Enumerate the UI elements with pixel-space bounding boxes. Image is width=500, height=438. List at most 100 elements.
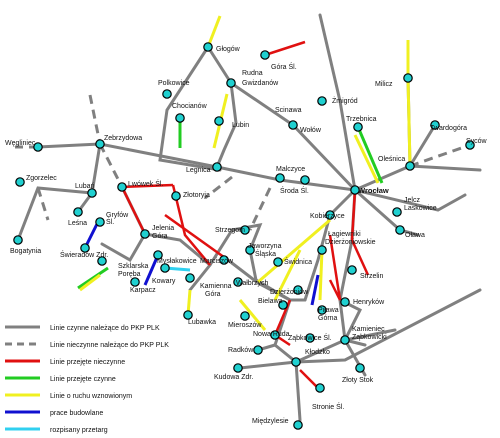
station-dot[interactable] (347, 265, 357, 275)
station-dot[interactable] (278, 300, 288, 310)
station-dot[interactable] (214, 116, 224, 126)
label-scinawa: Scinawa (275, 107, 302, 114)
station-dot[interactable] (260, 50, 270, 60)
station-dot[interactable] (288, 120, 298, 130)
label-lesna: Leśna (68, 220, 87, 227)
label-chocianow: Chocianów (172, 103, 208, 110)
resumed-lines (79, 15, 412, 331)
label-pilawa-2: Górna (318, 315, 338, 322)
legend: Linie czynne należące do PKP PLK Linie n… (5, 325, 169, 434)
station-dot[interactable] (317, 245, 327, 255)
label-jaworzyna-1: Jaworzyna (248, 243, 282, 250)
station-dot[interactable] (97, 256, 107, 266)
station-dot[interactable] (15, 177, 25, 187)
label-jelenia-1: Jelenia (152, 225, 174, 232)
label-luban: Lubań (75, 183, 95, 190)
station-dot[interactable] (233, 363, 243, 373)
station-dot[interactable] (160, 263, 170, 273)
station-dot[interactable] (293, 420, 303, 430)
label-miedzylesie: Międzylesie (252, 418, 289, 425)
station-dot[interactable] (245, 245, 255, 255)
station-dot[interactable] (270, 330, 280, 340)
station-dot[interactable] (350, 185, 360, 195)
station-dot[interactable] (273, 257, 283, 267)
label-olawa: Oława (405, 232, 425, 239)
label-wolow: Wołów (300, 127, 322, 134)
station-dot[interactable] (430, 120, 440, 130)
label-rudna-2: Gwizdanów (242, 80, 279, 87)
station-dot[interactable] (87, 188, 97, 198)
station-dot[interactable] (153, 250, 163, 260)
taken-inactive-lines (120, 40, 370, 391)
station-dot[interactable] (353, 122, 363, 132)
station-dot[interactable] (403, 73, 413, 83)
label-kamieniec-1: Kamieniec (352, 326, 385, 333)
taken-active-lines (77, 118, 384, 290)
label-marciszow: Marciszów (200, 258, 234, 265)
station-dot[interactable] (80, 243, 90, 253)
label-zebrzydowa: Zebrzydowa (104, 135, 142, 142)
station-dot[interactable] (183, 310, 193, 320)
label-strzelin: Strzelin (360, 273, 383, 280)
station-dot[interactable] (130, 277, 140, 287)
active-lines (16, 13, 482, 422)
label-jelenia-2: Góra (152, 233, 168, 240)
station-dot[interactable] (95, 139, 105, 149)
station-dot[interactable] (300, 175, 310, 185)
station-dot[interactable] (405, 161, 415, 171)
legend-label-taken-active: Linie przejęte czynne (50, 376, 116, 383)
station-dot[interactable] (171, 191, 181, 201)
label-kobierzyce: Kobierzyce (310, 213, 345, 220)
station-labels: Głogów Góra Śl. Polkowice Rudna Gwizdanó… (5, 46, 488, 425)
station-dot[interactable] (185, 273, 195, 283)
station-dot[interactable] (340, 297, 350, 307)
station-dot[interactable] (317, 305, 327, 315)
station-dot[interactable] (233, 277, 243, 287)
label-swidnica: Świdnica (284, 257, 312, 266)
station-dot[interactable] (203, 42, 213, 52)
legend-label-active: Linie czynne należące do PKP PLK (50, 325, 160, 332)
station-dot[interactable] (226, 78, 236, 88)
label-lubawka: Lubawka (188, 319, 216, 326)
station-dot[interactable] (175, 113, 185, 123)
station-dot[interactable] (73, 207, 83, 217)
legend-label-tender: rozpisany przetarg (50, 427, 108, 434)
station-dot[interactable] (140, 229, 150, 239)
station-dot[interactable] (117, 182, 127, 192)
label-olesnica: Oleśnica (378, 156, 405, 163)
label-gora: Góra Śl. (271, 62, 297, 71)
label-lagiewniki-2: Dzierżoniowskie (325, 239, 376, 246)
station-dot[interactable] (253, 345, 263, 355)
station-dot[interactable] (219, 255, 229, 265)
station-dot[interactable] (212, 162, 222, 172)
station-dot[interactable] (315, 383, 325, 393)
legend-label-inactive: Linie nieczynne należące do PKP PLK (50, 342, 169, 349)
station-dot[interactable] (293, 285, 303, 295)
label-kamienna-2: Góra (205, 291, 221, 298)
station-dot[interactable] (291, 357, 301, 367)
station-dot[interactable] (33, 142, 43, 152)
label-bogatynia: Bogatynia (10, 248, 41, 255)
station-dot[interactable] (355, 363, 365, 373)
station-dot[interactable] (392, 207, 402, 217)
station-dot[interactable] (240, 225, 250, 235)
station-dot[interactable] (162, 89, 172, 99)
label-jelcz-1: Jelcz (404, 197, 420, 204)
station-dot[interactable] (317, 96, 327, 106)
station-dot[interactable] (305, 333, 315, 343)
legend-label-construction: prace budowlane (50, 410, 103, 417)
label-myslakowice: Mysłakowice (157, 258, 197, 265)
station-dot[interactable] (325, 210, 335, 220)
station-dot[interactable] (95, 217, 105, 227)
station-dot[interactable] (13, 235, 23, 245)
station-dot[interactable] (240, 311, 250, 321)
station-dot[interactable] (340, 335, 350, 345)
label-mieroszow: Mieroszów (228, 322, 262, 329)
station-dot[interactable] (465, 140, 475, 150)
station-dot[interactable] (395, 225, 405, 235)
label-stronie: Stronie Śl. (312, 402, 344, 411)
label-lubin: Lubin (232, 122, 249, 129)
label-klodzko: Kłodzko (305, 349, 330, 356)
label-pilawa-1: Piława (318, 307, 339, 314)
station-dot[interactable] (275, 173, 285, 183)
